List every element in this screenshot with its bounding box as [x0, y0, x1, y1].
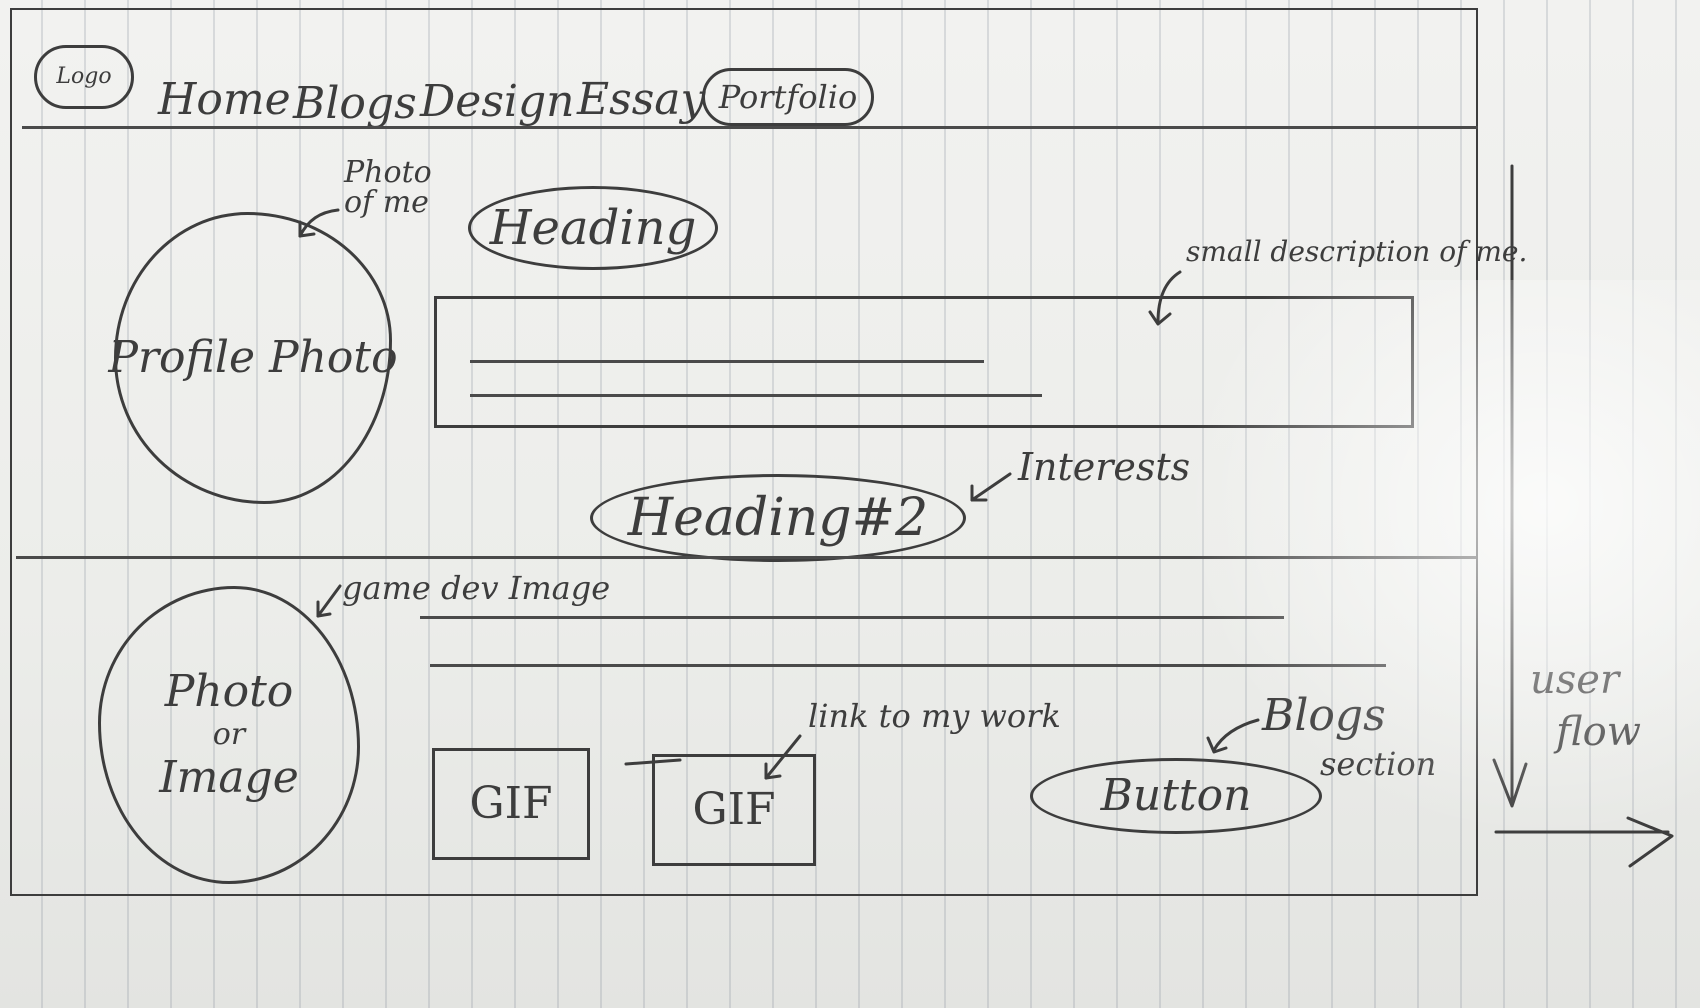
- nav-item-portfolio[interactable]: Portfolio: [702, 68, 874, 126]
- main-heading: Heading: [468, 186, 718, 270]
- gif-box-1[interactable]: GIF: [432, 748, 590, 860]
- photo-note: Photo of me: [344, 155, 432, 220]
- interests-note: Interests: [1018, 445, 1191, 489]
- section-divider: [16, 556, 1476, 559]
- profile-photo: Profile Photo: [108, 212, 398, 504]
- gif-note: link to my work: [808, 697, 1061, 735]
- button-note-subtitle: section: [1320, 745, 1437, 783]
- button-note-title: Blogs: [1262, 690, 1386, 741]
- secondary-heading: Heading#2: [590, 474, 966, 562]
- description-note: small description of me.: [1186, 235, 1528, 268]
- nav-item-home[interactable]: Home: [158, 74, 291, 125]
- image-note: game dev Image: [342, 569, 611, 607]
- user-flow-label: flow: [1556, 709, 1641, 755]
- work-text-line: [420, 616, 1284, 619]
- description-text-line: [470, 360, 984, 363]
- user-flow-label: user: [1530, 657, 1620, 703]
- logo[interactable]: Logo: [34, 45, 134, 109]
- gif-box-2[interactable]: GIF: [652, 754, 816, 866]
- work-text-line: [430, 664, 1386, 667]
- nav-item-blogs[interactable]: Blogs: [293, 78, 417, 129]
- blogs-button[interactable]: Button: [1030, 758, 1322, 834]
- work-image: Photo or Image: [98, 586, 360, 884]
- description-text-line: [470, 394, 1042, 397]
- nav-item-essay[interactable]: Essay: [577, 74, 706, 125]
- nav-item-design[interactable]: Design: [420, 76, 575, 127]
- header-divider: [22, 126, 1478, 129]
